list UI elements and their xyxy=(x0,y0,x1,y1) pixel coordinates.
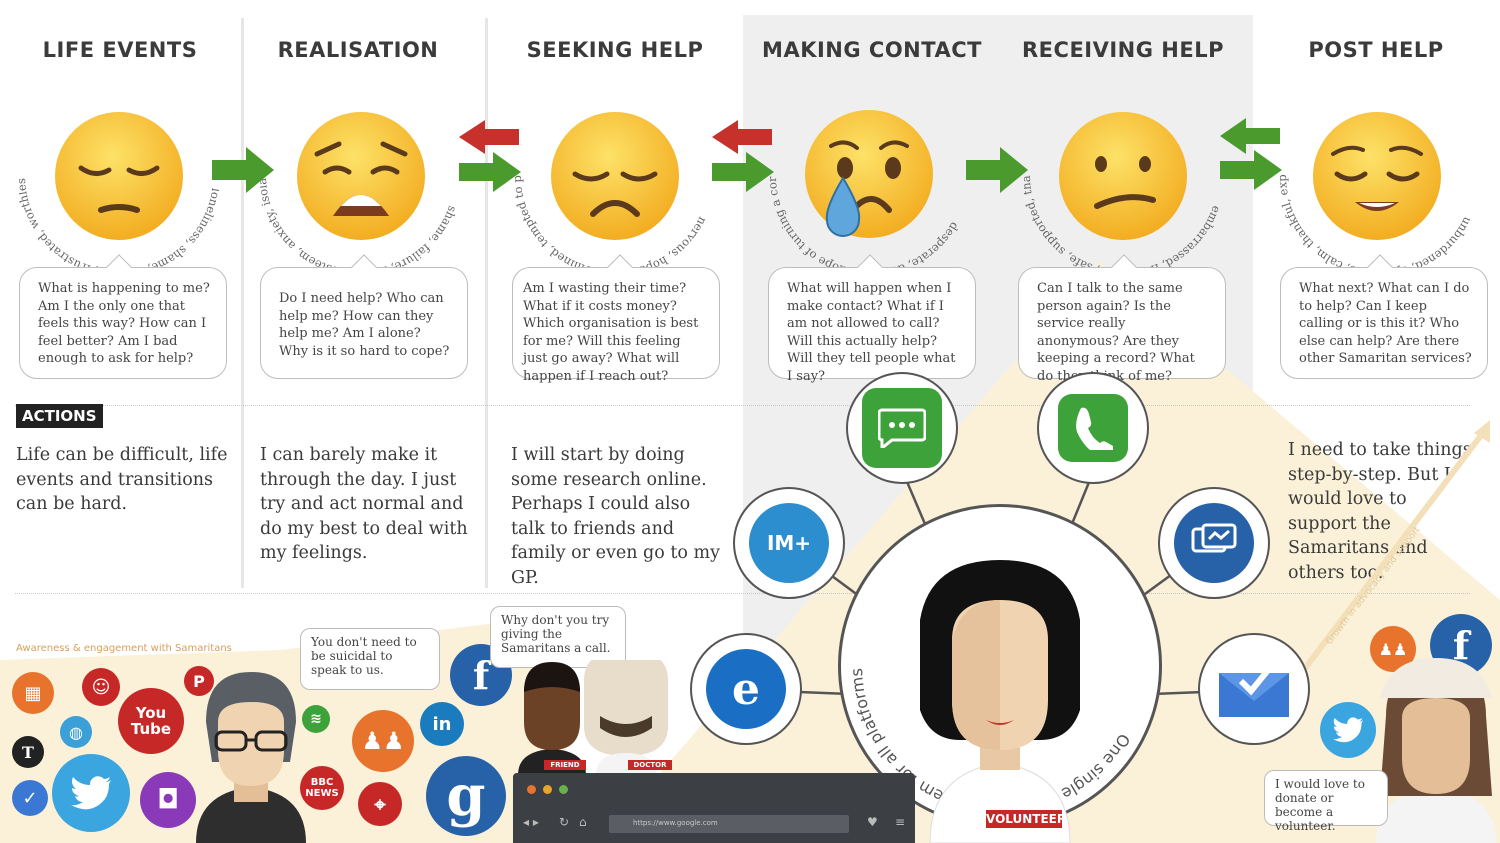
menu-icon[interactable]: ≡ xyxy=(895,815,906,829)
stage-title-making-contact: MAKING CONTACT xyxy=(762,38,982,62)
friend-and-doctor-avatars xyxy=(518,660,668,775)
action-text: Life can be difficult, life events and t… xyxy=(16,445,228,514)
messaging-platform[interactable] xyxy=(846,372,958,484)
weary-face-icon xyxy=(297,112,425,240)
supporter-avatar xyxy=(1376,658,1496,843)
speech-bubble: I would love to donate or become a volun… xyxy=(1264,770,1388,833)
separator xyxy=(15,593,1470,594)
phone-icon xyxy=(1058,394,1128,462)
question-bubble: Do I need help? Who can help me? How can… xyxy=(260,254,468,379)
minimize-dot-icon[interactable] xyxy=(543,785,552,794)
nyt-icon: T xyxy=(12,736,44,768)
phone-platform[interactable] xyxy=(1037,372,1149,484)
forward-arrow-icon xyxy=(1220,150,1282,190)
youtube-icon: You Tube xyxy=(118,688,184,754)
forward-arrow-icon xyxy=(712,152,774,192)
spotify-icon: ≋ xyxy=(302,705,330,733)
disappointed-face-icon xyxy=(551,112,679,240)
forward-arrow-icon xyxy=(212,147,274,193)
twitter-icon xyxy=(1320,702,1376,758)
doctor-tag: DOCTOR xyxy=(628,760,672,770)
internet-explorer-icon: e xyxy=(706,649,786,729)
question-bubble: What next? What can I do to help? Can I … xyxy=(1280,254,1488,379)
close-dot-icon[interactable] xyxy=(527,785,536,794)
stage-title-seeking-help: SEEKING HELP xyxy=(526,38,704,62)
forward-arrow-icon xyxy=(966,147,1028,193)
question-bubble: What will happen when I make contact? Wh… xyxy=(768,254,976,384)
question-text: What next? What can I do to help? Can I … xyxy=(1299,281,1472,366)
question-text: Do I need help? Who can help me? How can… xyxy=(279,291,450,359)
im-platform[interactable]: IM+ xyxy=(733,487,845,599)
messenger-platform[interactable] xyxy=(1158,487,1270,599)
action-text: I can barely make it through the day. I … xyxy=(260,445,468,563)
speech-bubble: Why don't you try giving the Samaritans … xyxy=(490,606,626,668)
maximize-dot-icon[interactable] xyxy=(559,785,568,794)
instagram-icon: ◘ xyxy=(140,772,196,828)
bbc-news-icon: BBC NEWS xyxy=(300,766,344,810)
divider xyxy=(241,18,244,588)
stage-title-post-help: POST HELP xyxy=(1308,38,1444,62)
globe-icon: ◍ xyxy=(60,716,92,748)
address-bar[interactable]: https://www.google.com xyxy=(609,815,849,833)
google-icon: g xyxy=(426,756,506,836)
question-text: What will happen when I make contact? Wh… xyxy=(787,281,956,384)
forward-arrow-icon xyxy=(459,152,521,192)
messenger-icon xyxy=(1174,503,1254,583)
crying-face-icon xyxy=(805,110,933,238)
speech-bubble: You don't need to be suicidal to speak t… xyxy=(300,628,440,690)
checkmark-icon: ✓ xyxy=(12,780,48,816)
question-text: What is happening to me? Am I the only o… xyxy=(38,281,210,366)
volunteer-avatar xyxy=(920,560,1080,843)
group-icon: ♟♟ xyxy=(352,710,414,772)
question-bubble: What is happening to me? Am I the only o… xyxy=(19,254,227,379)
reload-icon[interactable]: ↻ xyxy=(559,815,570,829)
action-text: I need to take things step-by-step. But … xyxy=(1288,440,1472,583)
backward-arrow-icon xyxy=(712,120,772,154)
friend-tag: FRIEND xyxy=(544,760,586,770)
growth-arrow: Growth in advocacy and support xyxy=(1297,420,1490,677)
actions-label: ACTIONS xyxy=(16,404,103,428)
home-icon[interactable]: ⌂ xyxy=(579,815,587,829)
im-plus-icon: IM+ xyxy=(749,503,829,583)
snapchat-icon: ☺ xyxy=(82,668,120,706)
backward-arrow-icon xyxy=(1220,118,1280,154)
confused-face-icon xyxy=(1059,112,1187,240)
backward-arrow-icon xyxy=(459,120,519,154)
browser-platform[interactable]: e xyxy=(690,633,802,745)
stage-title-realisation: REALISATION xyxy=(277,38,439,62)
question-text: Can I talk to the same person again? Is … xyxy=(1037,281,1195,384)
stage-title-life-events: LIFE EVENTS xyxy=(42,38,198,62)
relieved-face-icon xyxy=(1313,112,1441,240)
email-platform[interactable] xyxy=(1198,633,1310,745)
back-forward-icon[interactable]: ◂ ▸ xyxy=(523,815,539,829)
browser-window: ◂ ▸ ↻ ⌂ https://www.google.com ♥ ≡ xyxy=(513,773,915,843)
action-text: I will start by doing some research onli… xyxy=(511,445,720,588)
separator xyxy=(15,405,1470,406)
question-text: Am I wasting their time? What if it cost… xyxy=(523,281,699,384)
question-bubble: Am I wasting their time? What if it cost… xyxy=(512,254,720,384)
calendar-icon: ▦ xyxy=(12,672,54,714)
linkedin-icon: in xyxy=(420,702,464,746)
twitter-icon xyxy=(52,754,130,832)
stage-title-receiving-help: RECEIVING HELP xyxy=(1022,38,1224,62)
person-avatar xyxy=(196,672,306,843)
volunteer-tag: VOLUNTEER xyxy=(986,810,1067,828)
inbox-icon xyxy=(1217,659,1291,719)
location-pin-icon: ⌖ xyxy=(358,782,402,826)
divider xyxy=(485,18,488,588)
pensive-face-icon xyxy=(55,112,183,240)
heart-icon[interactable]: ♥ xyxy=(867,815,878,829)
chat-bubble-icon xyxy=(862,388,942,468)
awareness-label: Awareness & engagement with Samaritans xyxy=(16,643,232,654)
question-bubble: Can I talk to the same person again? Is … xyxy=(1018,254,1226,384)
pinterest-icon: P xyxy=(184,666,214,696)
